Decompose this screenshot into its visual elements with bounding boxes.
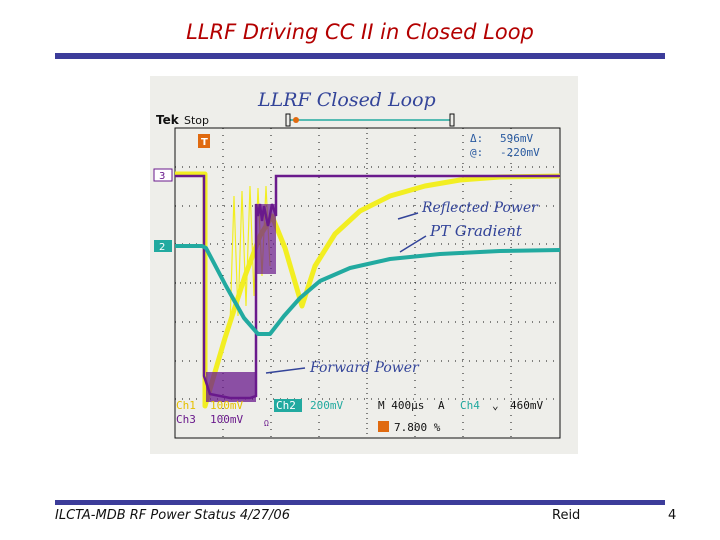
annotation-reflected-power: Reflected Power: [397, 200, 539, 220]
run-state: Stop: [184, 114, 209, 127]
channel-marker-3: 3: [153, 168, 173, 182]
trigger-source: Ch4: [460, 399, 480, 412]
trigger-position: 7.800 %: [394, 421, 441, 434]
ch2-teal-trace: [175, 244, 561, 336]
trigger-position-icon: [378, 421, 389, 432]
channel-marker-2: 2: [154, 240, 172, 253]
annotation-forward-power: Forward Power: [265, 360, 420, 376]
ch3-suffix: Ω: [264, 419, 269, 428]
trigger-edge: ⌄: [492, 399, 499, 412]
record-bar: [285, 113, 455, 127]
trigger-marker-label: T: [201, 137, 208, 148]
page-number: 4: [668, 508, 677, 523]
cursor-delta-label: Δ:: [470, 132, 483, 145]
footer-author: Reid: [552, 508, 581, 523]
title-rule: [55, 53, 665, 59]
scope-readout: Ch1 100mV Ch2 200mV M 400µs A Ch4 ⌄ 460m…: [176, 399, 543, 434]
timebase: M 400µs: [378, 399, 424, 412]
trigger-mode: A: [438, 399, 445, 412]
scope-brand: Tek: [156, 113, 180, 127]
cursor-delta-value: 596mV: [500, 132, 533, 145]
trigger-marker: T: [198, 134, 210, 148]
trigger-level: 460mV: [510, 399, 543, 412]
ch1-value: 100mV: [210, 399, 243, 412]
footer-rule: [55, 500, 665, 505]
ch3-label: Ch3: [176, 413, 196, 426]
annotation-pt-label: PT Gradient: [429, 222, 523, 240]
cursor-at-label: @:: [470, 146, 483, 159]
ch2-label: Ch2: [276, 399, 296, 412]
ch3-purple-trace: [175, 174, 560, 402]
oscilloscope-screenshot: LLRF Closed Loop Tek Stop Δ: 596mV @: -2…: [150, 76, 578, 454]
channel-marker-2-label: 2: [159, 242, 165, 253]
ch3-value: 100mV: [210, 413, 243, 426]
handwritten-title: LLRF Closed Loop: [257, 89, 436, 111]
ch2-value: 200mV: [310, 399, 343, 412]
annotation-reflected-label: Reflected Power: [421, 200, 539, 216]
channel-marker-3-label: 3: [159, 171, 165, 182]
annotation-pt-gradient: PT Gradient: [399, 222, 523, 253]
cursor-at-value: -220mV: [500, 146, 540, 159]
annotation-forward-label: Forward Power: [309, 360, 420, 376]
slide-title: LLRF Driving CC II in Closed Loop: [186, 20, 534, 44]
footer-left: ILCTA-MDB RF Power Status 4/27/06: [55, 508, 290, 523]
ch1-label: Ch1: [176, 399, 196, 412]
